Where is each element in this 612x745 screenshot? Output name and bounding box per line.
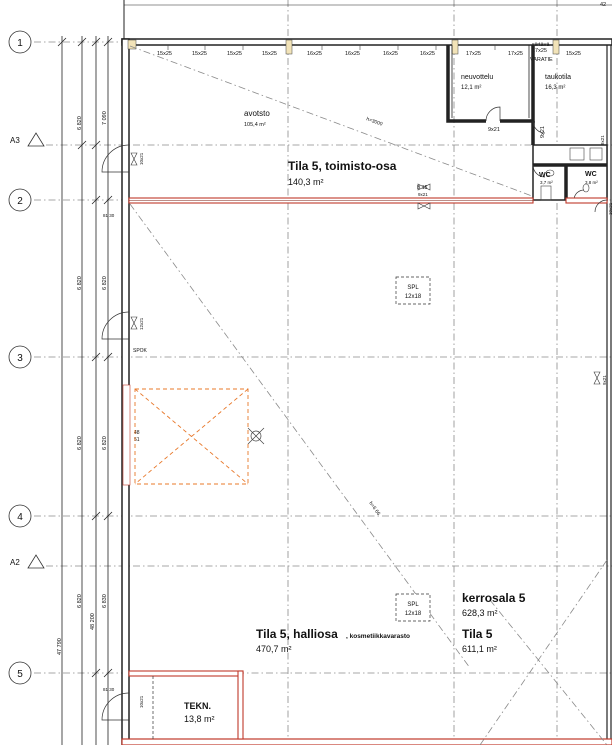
room-area-neuvottelu: 12,1 m² <box>461 85 481 91</box>
spl-box: SPL 12x18 <box>395 276 431 305</box>
axis-bubble-1: 1 <box>8 30 32 54</box>
room-name-avotsto: avotsto <box>244 109 270 118</box>
column-label: 51 <box>134 437 140 443</box>
door-label: 9x21 <box>600 135 605 145</box>
dim-segment: 6 830 <box>102 594 108 608</box>
room-area-halliosa: 470,7 m² <box>256 644 292 654</box>
window-label: 15x25 <box>227 51 242 57</box>
room-name-tekn: TEKN. <box>184 701 211 711</box>
axis-label: 4 <box>17 512 23 523</box>
kerrosala-area: 628,3 m² <box>462 608 498 618</box>
door-label: 12x21 <box>139 317 144 330</box>
room-name-taukotila: taukotila <box>545 74 571 81</box>
siirtava-label: siirtävä <box>532 42 550 48</box>
window-label: 16x25 <box>383 51 398 57</box>
dim-segment: 6 820 <box>77 436 83 450</box>
seinan-label: 17x25 <box>532 48 547 54</box>
wall-label: 81 30 <box>103 213 115 218</box>
spl-size: 12x18 <box>405 294 422 300</box>
dim-inner: 6 820 <box>102 276 108 290</box>
tila5-area: 611,1 m² <box>462 644 497 654</box>
axis-bubble-2: 2 <box>8 188 32 212</box>
axis-label: 5 <box>17 669 23 680</box>
light-fixture-icon <box>247 427 265 445</box>
room-area-avotsto: 105,4 m² <box>244 122 266 128</box>
vertical-grid-lines <box>287 0 558 745</box>
door-code: B 15 <box>417 185 428 191</box>
diagonal-label: h=6 66 <box>367 501 381 517</box>
spl-box: SPL 12x18 <box>395 593 431 622</box>
column-label: 48 <box>134 430 140 436</box>
window-label: 17x25 <box>466 51 481 57</box>
left-wall-elements: 10x21 12x21 10x21 SPOK 48 51 <box>101 144 148 721</box>
wc-area: 3,7 m² <box>540 180 553 185</box>
door-label: 10x21 <box>139 152 144 165</box>
double-door <box>417 183 431 210</box>
shaft-opening <box>134 388 249 485</box>
axis-bubble-3: 3 <box>8 345 32 369</box>
partition-wall-axis-2: B 15 9x21 81 30 81 30 <box>103 183 608 692</box>
dim-segment: 7 090 <box>102 111 108 125</box>
kerrosala-name: kerrosala 5 <box>462 591 526 605</box>
wc-label: WC <box>585 171 597 178</box>
room-name-halliosa: Tila 5, halliosa <box>256 627 338 641</box>
axis-label: A2 <box>10 558 20 567</box>
wc-block: WC WC 3,7 m² 3,8 m² <box>532 144 608 201</box>
room-area-tekn: 13,8 m² <box>184 714 215 724</box>
wall-label: 81 30 <box>103 687 115 692</box>
meeting-room-walls: 9x21 9x21 <box>446 45 546 145</box>
room-suffix-halliosa: , kosmetiikkavarasto <box>346 633 410 640</box>
tekn-room <box>128 670 244 740</box>
window-label: 15x25 <box>157 51 172 57</box>
dim-segment: 6 820 <box>77 116 83 130</box>
door-label: 10x21 <box>139 695 144 708</box>
right-side-markers: 9x21 9x21 10x21 <box>593 135 612 385</box>
spok-label: SPOK <box>133 348 148 354</box>
window-label: 15x25 <box>566 51 581 57</box>
room-area-toimisto: 140,3 m² <box>288 177 324 187</box>
door-label: 9x21 <box>540 126 546 138</box>
window-label: 16x25 <box>307 51 322 57</box>
axis-bubble-5: 5 <box>8 661 32 685</box>
top-wall-windows: 15x25 15x25 15x25 15x25 16x25 16x25 16x2… <box>127 39 581 63</box>
door-label: 9x21 <box>488 127 500 133</box>
dim-total: 47 790 <box>57 638 63 655</box>
room-area-taukotila: 16,3 m² <box>545 85 565 91</box>
horizontal-grid-lines <box>34 41 612 674</box>
door-label: 9x21 <box>418 192 428 197</box>
spl-label: SPL <box>407 285 419 291</box>
room-name-neuvottelu: neuvottelu <box>461 74 493 81</box>
room-labels: avotsto 105,4 m² neuvottelu 12,1 m² tauk… <box>184 74 571 724</box>
spl-label: SPL <box>407 602 419 608</box>
dim-segment: 6 820 <box>77 276 83 290</box>
axis-bubble-4: 4 <box>8 504 32 528</box>
axis-label: 1 <box>17 38 23 49</box>
axis-marker-a2: A2 <box>10 554 45 569</box>
wc-area: 3,8 m² <box>585 180 598 185</box>
window-label: 15x25 <box>192 51 207 57</box>
dim-inner: 6 820 <box>102 436 108 450</box>
room-name-toimisto: Tila 5, toimisto-osa <box>288 159 397 173</box>
window-label: 16x25 <box>420 51 435 57</box>
door-label: 10x21 <box>608 202 612 215</box>
slope-label: h=3000 <box>365 116 383 127</box>
window-label: 16x25 <box>345 51 360 57</box>
dim-segment: 6 820 <box>77 594 83 608</box>
axis-marker-a3: A3 <box>10 132 45 147</box>
wc-label: WC <box>539 172 551 179</box>
axis-label: 2 <box>17 196 23 207</box>
axis-label: 3 <box>17 353 23 364</box>
window-label: 17x25 <box>508 51 523 57</box>
window-label: 15x25 <box>262 51 277 57</box>
varatie-label: VARATIE <box>530 57 553 63</box>
dimension-chains: 47 790 48 200 6 820 7 090 6 820 6 820 6 … <box>57 2 606 745</box>
axis-label: A3 <box>10 136 20 145</box>
door-label: 9x21 <box>602 375 607 385</box>
dim-middle: 48 200 <box>90 613 96 630</box>
spl-size: 12x18 <box>405 611 422 617</box>
tila5-name: Tila 5 <box>462 627 493 641</box>
